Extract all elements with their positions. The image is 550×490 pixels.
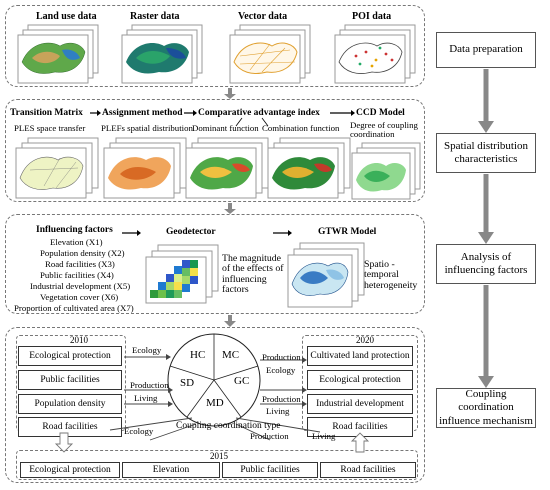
arrow-label-production-4: Production <box>250 431 289 441</box>
factor-2: Population density (X2) <box>40 248 125 258</box>
circle-mc: MC <box>222 349 240 361</box>
stage-analysis-factors: Analysis of influencing factors <box>436 244 536 284</box>
factor-3: Road facilities (X3) <box>45 259 115 269</box>
box-2015-road-facilities: Road facilities <box>320 462 416 478</box>
factor-7: Proportion of cultivated area (X7) <box>14 303 134 313</box>
poi-map-stack <box>334 24 416 84</box>
factor-5: Industrial development (X5) <box>30 281 131 291</box>
arrow-label-living-3: Living <box>266 406 290 416</box>
arrow-label-living-4: Living <box>312 431 336 441</box>
sub-plefs-distribution: PLEFs spatial distribution <box>101 123 193 133</box>
box-2015-ecological-protection: Ecological protection <box>20 462 120 478</box>
box-2015-public-facilities: Public facilities <box>222 462 318 478</box>
row3-graphics <box>122 230 365 308</box>
stage-coupling-mechanism: Coupling coordination influence mechanis… <box>436 388 536 428</box>
arrow-label-living-1: Living <box>134 393 158 403</box>
arrow-label-ecology-1: Ecology <box>132 345 162 355</box>
box-2020-cultivated-land-protection: Cultivated land protection <box>307 346 413 366</box>
box-2015-elevation: Elevation <box>122 462 220 478</box>
geodetector-label: Geodetector <box>166 227 216 237</box>
box-2010-population-density: Population density <box>18 394 122 414</box>
dominant-map-stack <box>185 137 269 199</box>
land-use-map-stack <box>17 24 99 84</box>
sub-dominant-function: Dominant function <box>192 123 259 133</box>
circle-hc: HC <box>190 349 206 361</box>
header-assignment-method: Assignment method <box>102 108 183 118</box>
circle-sd: SD <box>180 377 195 389</box>
stage-spatial-distribution: Spatial distribution characteristics <box>436 133 536 173</box>
arrow-label-ecology-2: Ecology <box>266 365 296 375</box>
ples-transfer-map-stack <box>15 137 99 199</box>
arrow-label-production-1: Production <box>130 380 169 390</box>
header-transition-matrix: Transition Matrix <box>10 108 83 118</box>
coupling-type-label: Coupling coordination type <box>176 421 281 431</box>
label-land-use-data: Land use data <box>36 11 97 22</box>
panel-data-preparation <box>5 5 425 87</box>
year-2020: 2020 <box>356 335 374 345</box>
raster-map-stack <box>121 24 203 84</box>
stage-data-preparation: Data preparation <box>436 32 536 68</box>
circle-md: MD <box>206 397 224 409</box>
box-2020-ecological-protection: Ecological protection <box>307 370 413 390</box>
factors-title: Influencing factors <box>36 225 113 235</box>
year-2010: 2010 <box>70 335 88 345</box>
geodetector-heatmap-stack <box>145 244 219 304</box>
box-2010-road-facilities: Road facilities <box>18 417 122 437</box>
magnitude-label: The magnitude of the effects of influenc… <box>222 253 284 295</box>
arrow-label-production-2: Production <box>262 352 301 362</box>
ccd-map-stack <box>351 142 421 200</box>
box-2020-industrial-development: Industrial development <box>307 394 413 414</box>
plefs-map-stack <box>103 137 187 199</box>
header-comparative-advantage: Comparative advantage index <box>198 108 320 118</box>
group-2015 <box>16 450 418 480</box>
arrow-label-production-3: Production <box>262 394 301 404</box>
gtwr-label: GTWR Model <box>318 227 377 237</box>
factor-1: Elevation (X1) <box>50 237 103 247</box>
panel-coupling-mechanism <box>5 327 425 483</box>
data-map-stacks <box>17 24 416 84</box>
arrow-label-ecology-3: Ecology <box>124 426 154 436</box>
gtwr-map-stack <box>287 242 365 308</box>
spatio-label: Spatio - temporal heterogeneity <box>364 259 418 291</box>
year-2015: 2015 <box>210 451 228 461</box>
sub-degree-coupling: Degree of coupling coordination <box>350 120 418 140</box>
row2-graphics <box>15 110 421 200</box>
sub-combination-function: Combination function <box>262 123 340 133</box>
header-ccd-model: CCD Model <box>356 108 405 118</box>
label-vector-data: Vector data <box>238 11 288 22</box>
sub-ples-transfer: PLES space transfer <box>14 123 86 133</box>
factor-6: Vegetation cover (X6) <box>40 292 119 302</box>
box-2010-public-facilities: Public facilities <box>18 370 122 390</box>
panel-influencing-factors <box>5 214 425 314</box>
circle-gc: GC <box>234 375 250 387</box>
label-poi-data: POI data <box>352 11 392 22</box>
label-raster-data: Raster data <box>130 11 180 22</box>
panel-spatial-distribution <box>5 99 425 202</box>
combination-map-stack <box>267 137 351 199</box>
factor-4: Public facilities (X4) <box>40 270 114 280</box>
box-2010-ecological-protection: Ecological protection <box>18 346 122 366</box>
vector-map-stack <box>229 24 311 84</box>
